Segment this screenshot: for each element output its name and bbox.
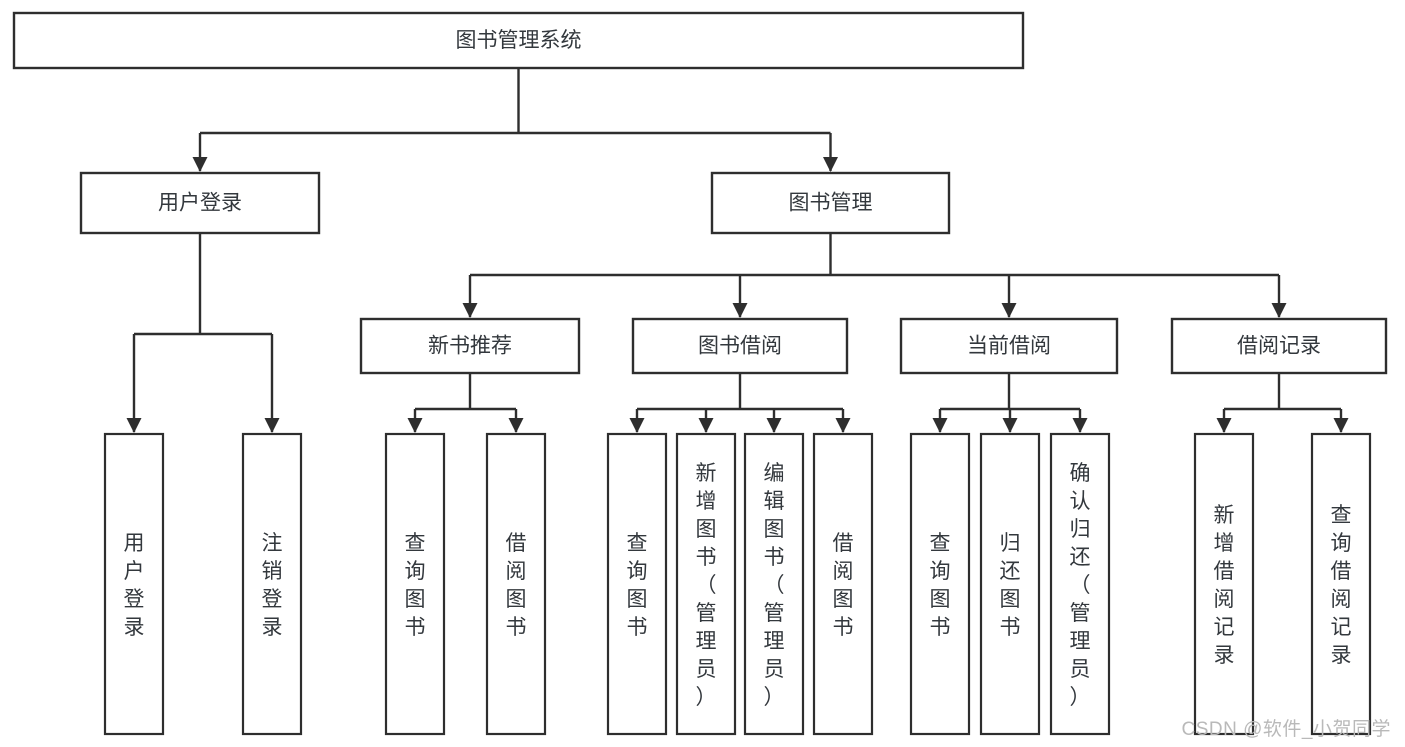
node-box-book-manage [710, 171, 951, 235]
node-leaf-query-book-borrow[interactable]: 查询图书 [606, 432, 668, 736]
node-label-borrow-record: 借阅记录 [1237, 335, 1321, 358]
node-leaf-query-book-rec[interactable]: 查询图书 [384, 432, 446, 736]
arrow-head-icon [835, 418, 851, 433]
node-label-leaf-borrow-book-rec: 借阅图书 [506, 532, 527, 639]
node-label-leaf-query-book-rec: 查询图书 [405, 532, 426, 639]
arrow-head-icon [1002, 418, 1018, 433]
arrow-head-icon [1216, 418, 1232, 433]
node-label-leaf-user-login: 用户登录 [124, 532, 145, 639]
arrow-head-icon [1333, 418, 1349, 433]
node-book-manage[interactable]: 图书管理 [710, 171, 951, 235]
node-leaf-borrow-book-rec[interactable]: 借阅图书 [485, 432, 547, 736]
node-label-leaf-return-book: 归还图书 [1000, 532, 1021, 639]
arrow-head-icon [1001, 303, 1017, 318]
node-box-leaf-edit-book-admin [743, 432, 805, 736]
node-box-leaf-add-borrow-record [1193, 432, 1255, 736]
node-box-leaf-logout [241, 432, 303, 736]
arrow-head-icon [508, 418, 524, 433]
node-label-book-manage: 图书管理 [789, 192, 873, 215]
arrow-head-icon [407, 418, 423, 433]
node-leaf-add-book-admin[interactable]: 新增图书（管理员） [675, 432, 737, 736]
node-borrow-record[interactable]: 借阅记录 [1170, 317, 1388, 375]
arrow-head-icon [698, 418, 714, 433]
node-label-current-borrow: 当前借阅 [967, 335, 1051, 358]
node-box-user-login [79, 171, 321, 235]
node-leaf-user-login[interactable]: 用户登录 [103, 432, 165, 736]
node-leaf-add-borrow-record[interactable]: 新增借阅记录 [1193, 432, 1255, 736]
arrow-head-icon [823, 157, 838, 172]
node-leaf-logout[interactable]: 注销登录 [241, 432, 303, 736]
node-box-leaf-confirm-return-admin [1049, 432, 1111, 736]
node-box-leaf-return-book [979, 432, 1041, 736]
node-box-current-borrow [899, 317, 1119, 375]
node-box-leaf-query-book-borrow [606, 432, 668, 736]
node-box-leaf-query-book-rec [384, 432, 446, 736]
node-current-borrow[interactable]: 当前借阅 [899, 317, 1119, 375]
node-label-leaf-query-book-current: 查询图书 [930, 532, 951, 639]
node-leaf-confirm-return-admin[interactable]: 确认归还（管理员） [1049, 432, 1111, 736]
node-label-leaf-edit-book-admin: 编辑图书（管理员） [764, 462, 785, 709]
node-box-leaf-borrow-book-rec [485, 432, 547, 736]
arrow-head-icon [1072, 418, 1088, 433]
node-label-leaf-confirm-return-admin: 确认归还（管理员） [1070, 462, 1091, 709]
node-box-leaf-add-book-admin [675, 432, 737, 736]
arrow-head-icon [932, 418, 948, 433]
node-book-borrow[interactable]: 图书借阅 [631, 317, 849, 375]
node-box-leaf-user-login [103, 432, 165, 736]
node-layer: 图书管理系统用户登录图书管理新书推荐图书借阅当前借阅借阅记录用户登录注销登录查询… [12, 11, 1388, 736]
node-leaf-return-book[interactable]: 归还图书 [979, 432, 1041, 736]
arrow-head-icon [264, 418, 280, 433]
node-box-root [12, 11, 1025, 70]
node-label-user-login: 用户登录 [158, 192, 242, 215]
node-box-borrow-record [1170, 317, 1388, 375]
node-label-root: 图书管理系统 [456, 29, 582, 52]
node-label-leaf-query-borrow-record: 查询借阅记录 [1331, 504, 1352, 667]
node-label-leaf-query-book-borrow: 查询图书 [627, 532, 648, 639]
node-label-leaf-borrow-book: 借阅图书 [833, 532, 854, 639]
arrow-head-icon [1271, 303, 1287, 318]
arrow-head-icon [629, 418, 645, 433]
node-label-book-borrow: 图书借阅 [698, 335, 782, 358]
node-new-book-recommend[interactable]: 新书推荐 [359, 317, 581, 375]
connector-layer [126, 68, 1349, 433]
arrow-head-icon [192, 157, 208, 172]
node-label-leaf-add-book-admin: 新增图书（管理员） [696, 462, 717, 709]
arrow-head-icon [462, 303, 478, 318]
node-label-leaf-logout: 注销登录 [262, 532, 283, 639]
node-leaf-query-borrow-record[interactable]: 查询借阅记录 [1310, 432, 1372, 736]
node-box-leaf-query-book-current [909, 432, 971, 736]
node-root[interactable]: 图书管理系统 [12, 11, 1025, 70]
node-label-new-book-recommend: 新书推荐 [428, 335, 512, 358]
node-leaf-borrow-book[interactable]: 借阅图书 [812, 432, 874, 736]
node-box-new-book-recommend [359, 317, 581, 375]
arrow-head-icon [126, 418, 142, 433]
node-box-leaf-borrow-book [812, 432, 874, 736]
arrow-head-icon [766, 418, 782, 433]
node-user-login[interactable]: 用户登录 [79, 171, 321, 235]
node-box-leaf-query-borrow-record [1310, 432, 1372, 736]
arrow-head-icon [732, 303, 748, 318]
node-label-leaf-add-borrow-record: 新增借阅记录 [1214, 504, 1235, 667]
node-leaf-query-book-current[interactable]: 查询图书 [909, 432, 971, 736]
node-box-book-borrow [631, 317, 849, 375]
node-leaf-edit-book-admin[interactable]: 编辑图书（管理员） [743, 432, 805, 736]
